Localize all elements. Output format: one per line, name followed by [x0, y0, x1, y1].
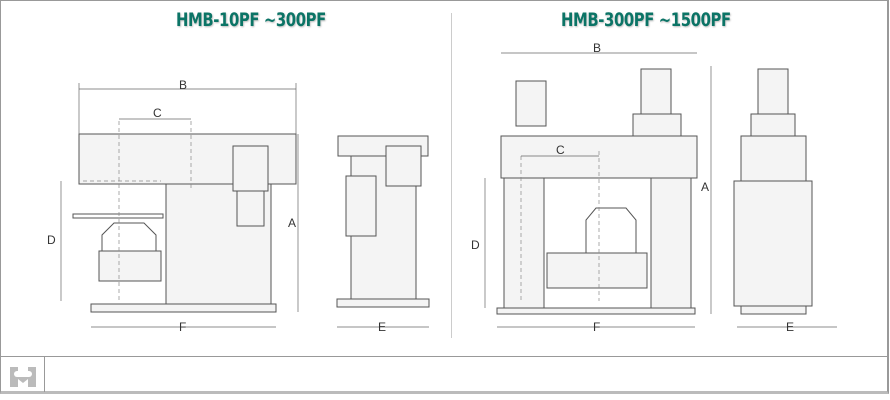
- large-mixer-side-view: E: [733, 68, 837, 334]
- footer-bar: [1, 356, 887, 392]
- dim-c: C: [153, 106, 162, 120]
- company-logo: [1, 357, 45, 392]
- large-mixer-front-view: B C A D F: [471, 41, 712, 334]
- logo-icon: [9, 366, 36, 387]
- dim-c: C: [556, 143, 565, 157]
- dim-e: E: [378, 320, 386, 334]
- dim-b: B: [593, 41, 601, 55]
- dim-a: A: [288, 216, 296, 230]
- dim-b: B: [179, 78, 187, 92]
- dim-d: D: [471, 238, 480, 252]
- dim-d: D: [47, 233, 56, 247]
- divider: [451, 13, 452, 338]
- dim-e: E: [786, 320, 794, 334]
- technical-drawing: B C A D F E B C A D F E: [47, 41, 837, 334]
- dim-a: A: [701, 180, 709, 194]
- title-small-models: HMB-10PF ~300PF: [176, 9, 326, 31]
- small-mixer-front-view: B C A D F: [47, 78, 299, 334]
- title-large-models: HMB-300PF ~1500PF: [561, 9, 731, 31]
- small-mixer-side-view: E: [336, 135, 430, 334]
- dim-f: F: [593, 320, 600, 334]
- dim-f: F: [179, 320, 186, 334]
